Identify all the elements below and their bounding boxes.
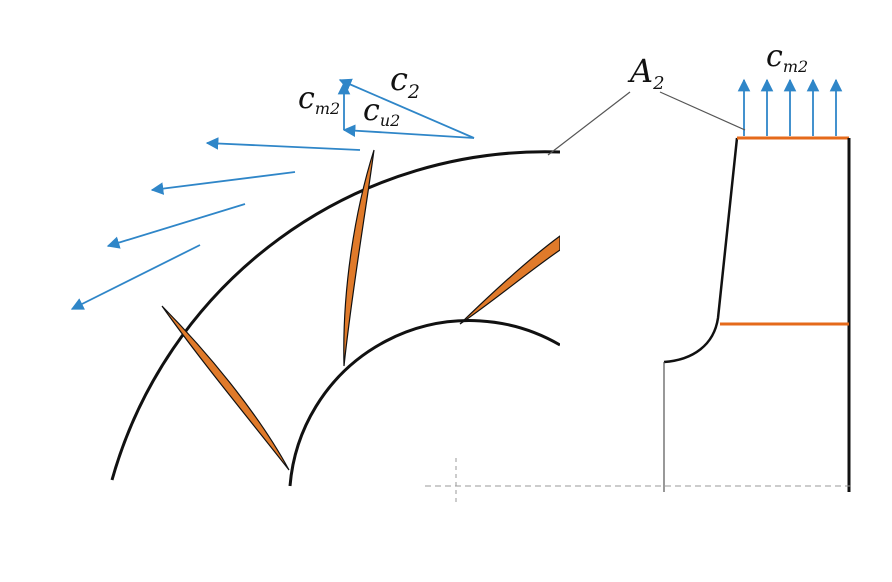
label-cm2-left: cm2: [298, 81, 340, 118]
label-a2: A2: [627, 52, 665, 94]
outflow-arrow-3: [106, 203, 246, 249]
impeller-outer-arc: [110, 150, 561, 481]
outflow-arrow-1: [205, 137, 361, 151]
outflow-arrow-4: [70, 244, 201, 310]
outflow-arrow-2: [150, 171, 296, 195]
label-c2: c2: [390, 60, 420, 103]
a2-leader-right: [659, 91, 746, 131]
blade-right: [459, 234, 561, 325]
a2-leader-left: [547, 91, 631, 156]
blade-middle: [343, 149, 375, 367]
label-cm2-right: cm2: [766, 39, 808, 76]
label-cu2: cu2: [363, 93, 400, 130]
impeller-inner-arc: [288, 319, 561, 487]
break-mask: [560, 140, 660, 370]
cu2-vector: [342, 124, 475, 139]
c2-vector: [338, 78, 475, 139]
blade-left: [161, 305, 290, 471]
shroud-outline: [663, 137, 739, 364]
